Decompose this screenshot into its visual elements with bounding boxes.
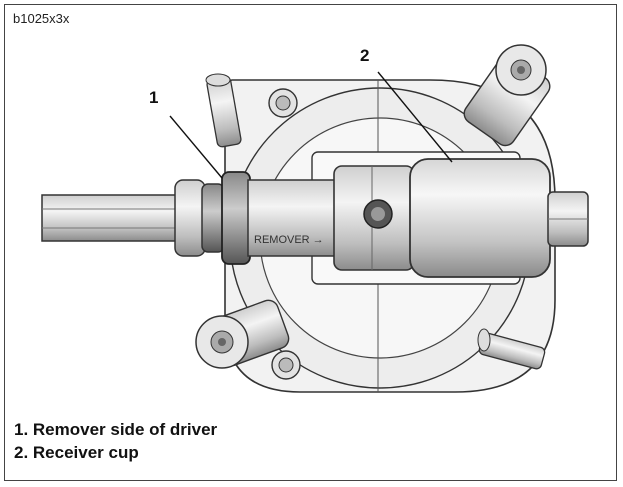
figure-code: b1025x3x [13,11,70,26]
callout-1-leader [169,115,223,179]
callout-1: 1 [149,88,223,179]
callout-2-leader [377,71,453,163]
legend-item-1: 1. Remover side of driver [14,420,218,439]
stud [205,73,546,370]
remover-marking: REMOVER → [254,234,324,246]
callout-2: 2 [360,46,453,163]
callout-2-number: 2 [360,46,369,65]
legend: 1. Remover side of driver 2. Receiver cu… [14,418,217,464]
legend-item-2: 2. Receiver cup [14,443,139,462]
remover-tool-illustration: REMOVER → 1 2 [41,44,589,393]
callout-1-number: 1 [149,88,158,107]
thumb-screw [195,44,551,369]
mounting-boss [268,88,301,380]
driver-tool: REMOVER → [41,158,589,278]
